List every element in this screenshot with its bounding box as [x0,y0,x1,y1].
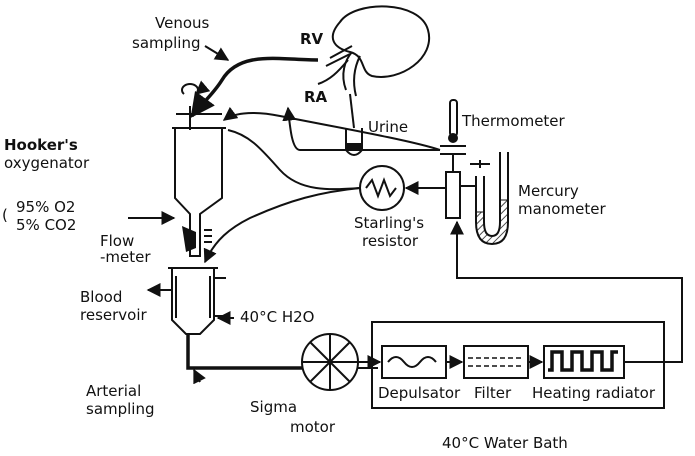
manometer-junction [440,145,476,219]
label-mercury: Mercury [518,182,579,200]
label-manometer: manometer [518,200,606,218]
heating-radiator [543,345,625,379]
gas-bracket-icon: ( [2,206,8,224]
label-meter: -meter [100,248,151,266]
label-motor: motor [290,418,336,436]
label-sigma: Sigma [250,398,297,416]
depulsator [381,345,447,379]
label-gas-co2: 5% CO2 [16,216,76,234]
label-venous-sampling-1: Venous [155,14,210,32]
label-ra: RA [304,88,328,106]
renal-vein-rv [325,45,353,67]
label-depulsator: Depulsator [378,384,461,402]
hookers-oxygenator [172,80,226,257]
arterial-sampling-arrow [193,368,206,385]
label-venous-sampling-2: sampling [132,34,201,52]
resistor-to-oxygenator [227,129,361,191]
renal-artery-feed [282,106,440,151]
label-starlings: Starling's [354,214,424,232]
label-arterial-sampling: sampling [86,400,155,418]
heater-return-line [450,220,683,363]
label-rv: RV [300,30,324,48]
mercury-manometer [470,152,509,246]
label-arterial: Arterial [86,382,141,400]
kidney [331,5,431,97]
label-gas-o2: 95% O2 [16,198,75,216]
filter [463,345,529,379]
water-bath-box [371,321,665,409]
urine-level [347,143,361,151]
renal-artery-ra [317,59,349,85]
venous-line [190,56,319,118]
arterial-line [186,334,302,370]
label-resistor: resistor [362,232,419,250]
label-flow: Flow [100,232,134,250]
label-hookers: Hooker's [4,136,78,154]
label-filter: Filter [474,384,512,402]
venous-sampling-arrow [204,45,230,61]
sigma-motor [301,333,359,391]
label-oxygenator: oxygenator [4,154,90,172]
label-thermometer: Thermometer [461,112,566,130]
flowmeter-float [182,226,196,252]
label-h2o: 40°C H2O [240,308,314,326]
ureter [349,93,355,129]
label-urine: Urine [368,118,408,136]
thermometer [448,99,458,143]
blood-reservoir [146,267,234,335]
starlings-resistor [359,165,405,211]
return-line-oxygenator [222,106,441,151]
label-reservoir: reservoir [80,306,147,324]
resistor-to-reservoir [203,187,361,264]
label-blood: Blood [80,288,122,306]
label-water-bath: 40°C Water Bath [442,434,568,452]
label-heating-radiator: Heating radiator [532,384,656,402]
